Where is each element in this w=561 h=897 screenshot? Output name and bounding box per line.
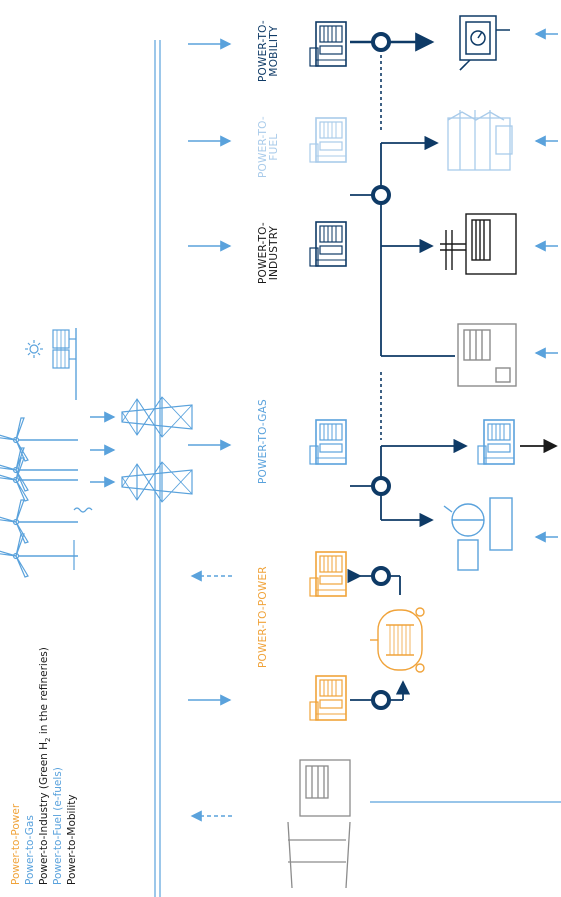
renewable-generation	[0, 328, 116, 578]
power-branch	[347, 566, 411, 710]
industrial-plant-icon	[440, 213, 517, 275]
electrolyzer-icon	[309, 21, 347, 721]
hydrogen-tank-icon	[370, 607, 425, 673]
power-plant-icon	[457, 323, 517, 387]
stage-label-fuel: POWER-TO- FUEL	[257, 116, 280, 178]
stage-label-mobility-line2: MOBILITY	[268, 25, 280, 77]
solar-panel-icon	[52, 328, 77, 400]
power-plant-icon	[287, 759, 351, 889]
stage-label-mobility: POWER-TO- MOBILITY	[257, 20, 280, 82]
stage-label-gas: POWER-TO-GAS	[257, 399, 269, 484]
stage-label-industry-line2: INDUSTRY	[268, 225, 280, 281]
stage-label-power: POWER-TO-POWER	[257, 566, 269, 668]
refinery-icon	[447, 110, 513, 171]
sun-icon	[25, 340, 43, 358]
mobility-branch	[350, 32, 435, 130]
stage-label-gas-line1: POWER-TO-GAS	[257, 399, 269, 484]
gas-storage-icon	[443, 497, 513, 571]
fuel-station-icon	[459, 15, 510, 71]
stage-label-industry: POWER-TO- INDUSTRY	[257, 222, 280, 284]
stage-label-power-line1: POWER-TO-POWER	[257, 566, 269, 668]
transmission-tower-icon	[121, 396, 193, 503]
grid-line	[154, 40, 161, 897]
industry-branch	[350, 135, 455, 440]
gas-branch	[350, 438, 558, 528]
stage-label-fuel-line2: FUEL	[268, 133, 280, 161]
wind-turbine-icon	[0, 417, 79, 578]
